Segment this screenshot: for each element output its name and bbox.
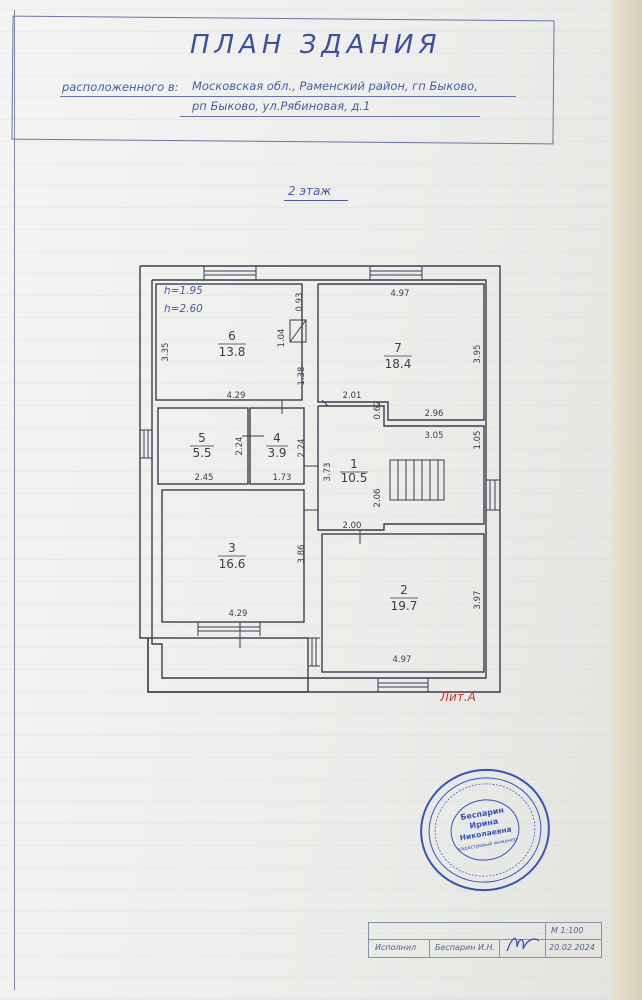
title-block-scale: М 1:100 (551, 926, 584, 935)
room-3-number: 3 (228, 541, 236, 555)
dim-1-05: 1.05 (473, 431, 483, 450)
dim-2-96: 2.96 (425, 409, 444, 419)
height-note-2: h=2.60 (164, 303, 203, 315)
margin-line (14, 10, 15, 990)
floor-underline (284, 200, 348, 201)
title-block: Исполнил Беспарин И.Н. М 1:100 20.02.202… (368, 922, 602, 958)
address-line-1: Московская обл., Раменский район, гп Бык… (192, 79, 478, 93)
door-room-7 (321, 399, 329, 407)
seal-stamp: Беспарин Ирина Николаевна кадастровый ин… (420, 768, 550, 892)
address-underline-2 (180, 116, 480, 117)
room-2-number: 2 (400, 583, 408, 597)
room-4-number: 4 (273, 431, 281, 445)
signature (506, 937, 540, 952)
room-5-outline (157, 407, 249, 485)
room-1-outline (317, 405, 485, 531)
room-7-number: 7 (394, 341, 402, 355)
floor-label: 2 этаж (288, 184, 332, 198)
dim-3-86: 3.86 (297, 545, 307, 564)
doors (239, 399, 361, 648)
staircase (389, 459, 445, 501)
dim-1-73: 1.73 (273, 473, 292, 483)
window-top-right (369, 266, 423, 280)
plan-walls (139, 265, 501, 693)
window-bottom-left (197, 622, 261, 636)
room-5-number: 5 (198, 431, 206, 445)
dim-3-97: 3.97 (473, 591, 483, 610)
window-right (486, 479, 500, 511)
dim-4-97-top: 4.97 (391, 289, 410, 299)
dim-4-29-bottom: 4.29 (229, 609, 248, 619)
dim-1-38: 1.38 (297, 367, 307, 386)
dim-3-73: 3.73 (323, 463, 333, 482)
room-3-outline (161, 489, 305, 623)
dimensions: 3.35 0.93 1.04 4.97 3.95 1.38 4.29 2.01 … (161, 289, 483, 665)
dim-4-97-bottom: 4.97 (393, 655, 412, 665)
dim-2-06: 2.06 (373, 489, 383, 508)
room-4-outline (249, 407, 305, 485)
title-block-date: 20.02.2024 (549, 943, 595, 952)
room-2-outline (321, 533, 485, 673)
room-7-outline (317, 283, 485, 421)
room-2-area: 19.7 (391, 599, 418, 613)
address-label: расположенного в: (62, 80, 179, 94)
room-6-area: 13.8 (219, 345, 246, 359)
shaft-diagonal (289, 319, 307, 343)
room-4-area: 3.9 (267, 446, 286, 460)
address-line-2: рп Быково, ул.Рябиновая, д.1 (192, 99, 371, 113)
dim-2-24-a: 2.24 (235, 437, 245, 456)
dim-1-04: 1.04 (277, 329, 287, 348)
windows (140, 266, 500, 692)
title-block-role: Исполнил (375, 943, 417, 952)
window-bottom-right (377, 678, 429, 692)
dim-2-00: 2.00 (343, 521, 362, 531)
binding-edge (612, 0, 642, 1000)
balcony-outline (147, 637, 309, 693)
shaft (289, 319, 307, 343)
dim-4-29-top: 4.29 (227, 391, 246, 401)
floor-plan: h=1.95 h=2.60 6 13.8 7 18.4 5 5.5 4 3.9 … (139, 265, 501, 693)
room-labels: 6 13.8 7 18.4 5 5.5 4 3.9 1 10.5 3 16.6 … (192, 329, 417, 613)
room-5-area: 5.5 (192, 446, 211, 460)
dim-3-95: 3.95 (473, 345, 483, 364)
dim-0-62: 0.62 (373, 401, 383, 420)
dim-2-01: 2.01 (343, 391, 362, 401)
dim-3-35: 3.35 (161, 343, 171, 362)
room-1-number: 1 (350, 457, 358, 471)
dim-2-24-b: 2.24 (297, 439, 307, 458)
dim-3-05: 3.05 (425, 431, 444, 441)
outer-wall-inner (151, 279, 487, 679)
document-title: ПЛАН ЗДАНИЯ (190, 30, 442, 60)
room-6-number: 6 (228, 329, 236, 343)
dim-0-93: 0.93 (295, 293, 305, 312)
room-1-area: 10.5 (341, 471, 368, 485)
window-top-left (203, 266, 257, 280)
room-3-area: 16.6 (219, 557, 246, 571)
height-note-1: h=1.95 (164, 285, 203, 297)
door-balcony (308, 637, 320, 667)
title-block-person: Беспарин И.Н. (435, 943, 496, 952)
address: Московская обл., Раменский район, гп Бык… (192, 76, 492, 116)
dim-2-45: 2.45 (195, 473, 214, 483)
room-7-area: 18.4 (385, 357, 412, 371)
address-underline-1 (60, 96, 516, 97)
building-letter: Лит.А (440, 690, 476, 704)
window-left (140, 429, 152, 459)
room-fraction-bars (190, 343, 418, 599)
